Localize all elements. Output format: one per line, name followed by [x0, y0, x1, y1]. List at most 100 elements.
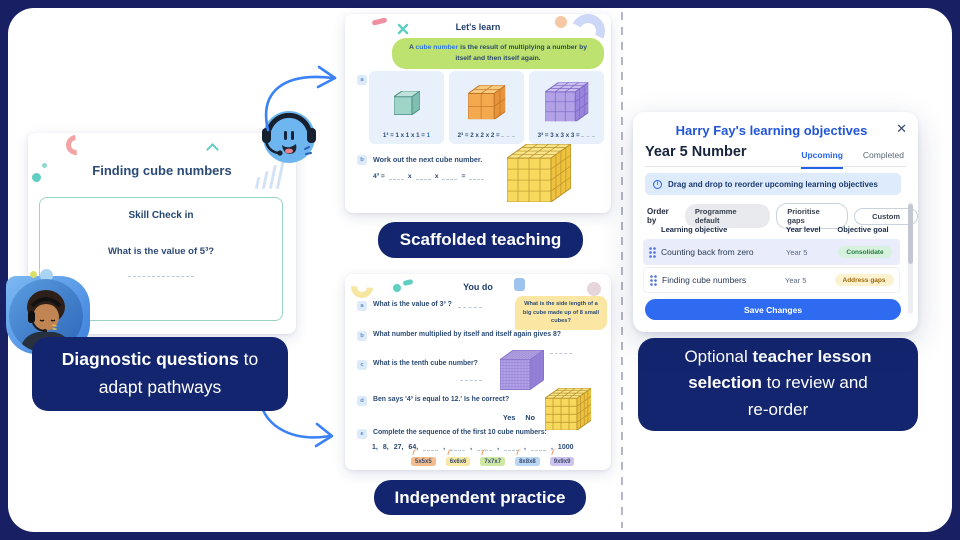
definition-post: is the result of multiplying a number by…: [455, 44, 587, 62]
equals-sign: =: [461, 173, 466, 180]
answer-blank[interactable]: [504, 444, 520, 451]
objective-row[interactable]: Finding cube numbers Year 5 Address gaps: [643, 267, 900, 293]
yellow-dot-decoration: [30, 271, 37, 278]
no-option[interactable]: No: [525, 413, 535, 422]
answer-blank[interactable]: [128, 270, 194, 277]
question-e-marker: e: [357, 429, 367, 439]
drag-handle-icon[interactable]: [643, 246, 661, 258]
formula-text: 3³ = 3 x 3 x 3 =: [537, 132, 582, 139]
info-banner-text: Drag and drop to reorder upcoming learni…: [668, 179, 878, 189]
close-icon[interactable]: ✕: [896, 121, 907, 136]
info-icon: i: [653, 179, 662, 189]
answer-blank[interactable]: [460, 374, 482, 381]
question-d: d Ben says '4³ is equal to 12.' Is he co…: [357, 396, 509, 406]
panel-title: You do: [463, 282, 493, 292]
hint-chip: 6x6x6: [445, 457, 471, 466]
question-e-text: Complete the sequence of the first 10 cu…: [373, 429, 547, 436]
teal-chevron-decoration: [206, 143, 219, 156]
lesson-title: Finding cube numbers: [92, 163, 232, 178]
answer-blank[interactable]: [415, 173, 431, 180]
question-d-text: Ben says '4³ is equal to 12.' Is he corr…: [373, 396, 510, 403]
part-a-marker: a: [357, 75, 367, 85]
formula-3: 3³ = 3 x 3 x 3 =: [529, 132, 604, 139]
skill-check-question: What is the value of 5³?: [107, 246, 215, 257]
answer-blank[interactable]: [450, 444, 466, 451]
tab-bar: Upcoming Completed: [801, 150, 904, 169]
independent-practice-label: Independent practice: [374, 480, 586, 515]
question-a-marker: a: [357, 301, 367, 311]
column-year-level: Year level: [786, 225, 821, 234]
year-level: Year 5: [786, 247, 808, 257]
sequence-value: 64,: [408, 444, 419, 451]
scaffolded-teaching-label: Scaffolded teaching: [378, 222, 583, 258]
question-b: b What number multiplied by itself and i…: [357, 331, 561, 341]
answer-blank[interactable]: [581, 132, 596, 137]
comma: ,: [470, 444, 473, 451]
comma: ,: [524, 444, 526, 451]
answer-blank[interactable]: [442, 173, 458, 180]
question-c-text: What is the tenth cube number?: [373, 360, 478, 367]
formula-answer: 1: [426, 132, 431, 139]
formula-lead: 4³ =: [373, 173, 385, 180]
tab-upcoming[interactable]: Upcoming: [801, 150, 843, 169]
skill-check-heading: Skill Check in: [128, 210, 194, 221]
goal-badge: Address gaps: [834, 274, 894, 286]
hint-chip: 8x8x8: [515, 457, 540, 466]
goal-badge: Consolidate: [838, 246, 892, 258]
question-b-text: What number multiplied by itself and its…: [373, 331, 561, 338]
order-option-programme-default[interactable]: Programme default: [684, 204, 771, 228]
teacher-selection-label: Optional teacher lesson selection to rev…: [638, 338, 918, 431]
peach-dot-decoration: [555, 16, 567, 28]
order-option-prioritise-gaps[interactable]: Prioritise gaps: [776, 203, 849, 229]
panel-title: Let's learn: [455, 22, 501, 32]
drag-handle-icon[interactable]: [644, 274, 662, 286]
mauve-dot-decoration: [587, 282, 601, 296]
question-a-text: What is the value of 3³ ?: [373, 301, 452, 308]
blue-shape-decoration: [514, 278, 525, 291]
formula-1: 1³ = 1 x 1 x 1 = 1: [369, 132, 444, 139]
label-bold: teacher lesson: [752, 347, 872, 366]
answer-blank[interactable]: [501, 132, 516, 137]
hint-chip: 7x7x7: [480, 457, 506, 466]
objective-name: Finding cube numbers: [662, 275, 747, 285]
pink-arc-decoration: [61, 130, 91, 160]
part-b-formula: 4³ = x x =: [373, 173, 485, 180]
order-option-custom[interactable]: Custom: [854, 207, 918, 225]
question-e: e Complete the sequence of the first 10 …: [357, 429, 547, 439]
label-line3: re-order: [747, 399, 809, 419]
tab-completed[interactable]: Completed: [862, 150, 904, 160]
headset-mascot-icon: [257, 103, 321, 167]
formula-text: 1³ = 1 x 1 x 1 =: [382, 132, 427, 139]
label-rest: to review and: [761, 373, 868, 393]
scrollbar-thumb[interactable]: [908, 204, 913, 264]
column-objective-goal: Objective goal: [837, 225, 889, 234]
sequence-value: 27,: [393, 444, 404, 451]
answer-blank[interactable]: [388, 173, 404, 180]
save-changes-button[interactable]: Save Changes: [645, 299, 901, 320]
answer-blank[interactable]: [423, 444, 439, 451]
independent-practice-panel: You do a What is the value of 3³ ? What …: [345, 271, 611, 470]
answer-blank[interactable]: [550, 347, 572, 354]
answer-blank[interactable]: [457, 301, 482, 308]
cube-3-icon: [544, 82, 589, 122]
question-b-marker: b: [357, 331, 367, 341]
formula-text: 2³ = 2 x 2 x 2 =: [457, 132, 502, 139]
question-d-marker: d: [357, 396, 367, 406]
hint-chip: 5x5x5: [411, 457, 436, 466]
answer-blank[interactable]: [530, 444, 546, 451]
example-card-3: 3³ = 3 x 3 x 3 =: [529, 71, 604, 144]
definition-term: cube number: [415, 44, 459, 51]
objective-row[interactable]: Counting back from zero Year 5 Consolida…: [643, 239, 900, 265]
skill-check-panel: Skill Check in What is the value of 5³?: [39, 197, 283, 321]
scaffolded-teaching-panel: Let's learn A cube number is the result …: [345, 9, 611, 213]
learning-objectives-modal: Harry Fay's learning objectives ✕ Year 5…: [633, 112, 918, 332]
cube-10-icon: [500, 350, 544, 390]
yes-option[interactable]: Yes: [503, 413, 516, 422]
cube-1-icon: [393, 90, 420, 115]
label-line2: adapt pathways: [98, 376, 222, 397]
times-sign: x: [434, 173, 439, 180]
question-c-marker: c: [357, 360, 367, 370]
answer-blank[interactable]: [469, 173, 485, 180]
times-sign: x: [407, 173, 412, 180]
